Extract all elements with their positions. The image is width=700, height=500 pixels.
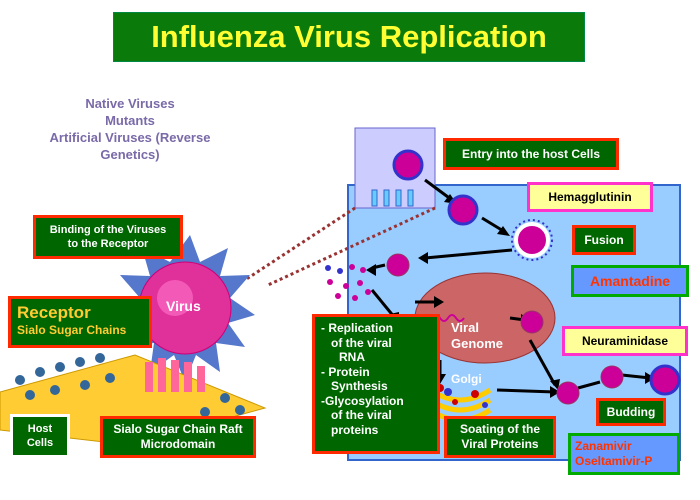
entry-label: Entry into the host Cells <box>443 138 619 170</box>
viral-genome-label: Viral Genome <box>451 320 504 351</box>
membrane-receptors <box>15 353 245 417</box>
virus-types-list: Native Viruses Mutants Artificial Viruse… <box>10 95 250 163</box>
virus-large <box>115 235 255 382</box>
golgi-vesicles-blue <box>444 388 488 408</box>
budding-label: Budding <box>596 398 666 426</box>
zoom-line <box>244 206 356 282</box>
drug-zanamivir: Zanamivir <box>575 439 632 453</box>
rna-fragments <box>325 264 371 301</box>
drugs-label: Zanamivir Oseltamivir-P <box>568 433 680 475</box>
zoom-line <box>267 206 436 287</box>
page-title: Influenza Virus Replication <box>113 12 585 62</box>
coating-label: Soating of the Viral Proteins <box>444 416 556 458</box>
virus-particle-small <box>386 149 681 405</box>
receptor-title: Receptor <box>17 303 91 322</box>
virus-type: Mutants <box>105 113 155 128</box>
raft-label: Sialo Sugar Chain Raft Microdomain <box>100 416 256 458</box>
receptor-subtitle: Sialo Sugar Chains <box>17 323 127 337</box>
binding-label: Binding of the Viruses to the Receptor <box>33 215 183 259</box>
neuraminidase-label: Neuraminidase <box>562 326 688 356</box>
receptor-icons <box>371 189 414 207</box>
fusion-label: Fusion <box>572 225 636 255</box>
receptor-label: Receptor Sialo Sugar Chains <box>8 296 152 348</box>
virus-type: Native Viruses <box>85 96 175 111</box>
raft-pillars <box>145 358 205 392</box>
host-cells-label: Host Cells <box>10 414 70 458</box>
amantadine-label: Amantadine <box>571 265 689 297</box>
replication-steps-label: - Replication of the viral RNA - Protein… <box>312 314 440 454</box>
golgi-label: Golgi <box>451 372 482 386</box>
virus-type: Artificial Viruses (Reverse <box>49 130 211 145</box>
virus-type: Genetics) <box>100 147 160 162</box>
hemagglutinin-label: Hemagglutinin <box>527 182 653 212</box>
drug-oseltamivir: Oseltamivir-P <box>575 454 653 468</box>
virus-label: Virus <box>166 298 201 314</box>
